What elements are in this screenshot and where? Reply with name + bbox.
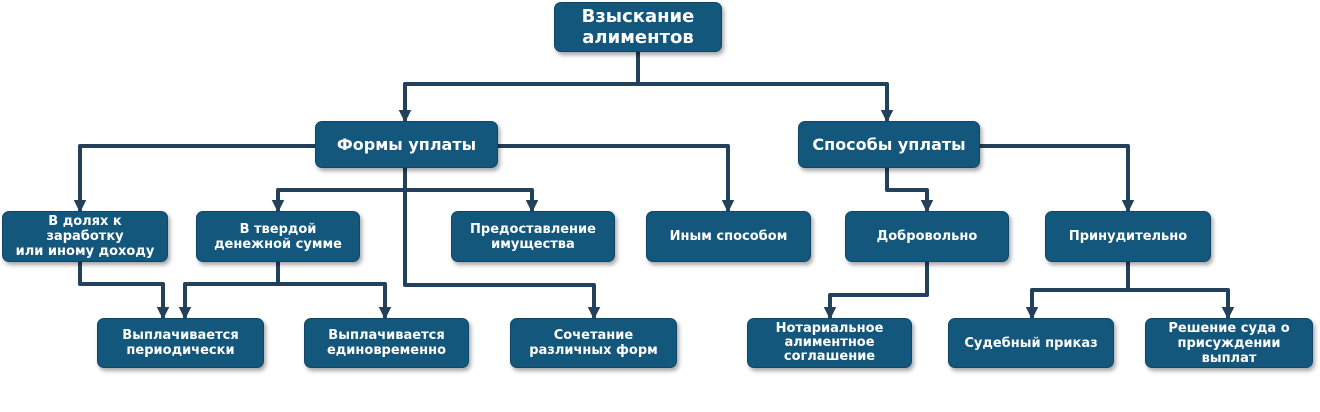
node-label-line: Предоставление <box>470 221 596 237</box>
edge-root-forms <box>398 50 640 123</box>
node-label-line: денежной сумме <box>214 236 342 252</box>
node-notarial-agreement: Нотариальное алиментное соглашение <box>747 318 912 368</box>
edge-forms-combo <box>403 188 601 320</box>
edge-forms-property <box>403 188 539 213</box>
node-share-of-income: В долях к заработку или иному доходу <box>2 211 168 262</box>
node-property-provision: Предоставление имущества <box>451 211 615 262</box>
node-label-line: Способы уплаты <box>812 135 966 154</box>
node-label-line: Иным способом <box>669 229 788 244</box>
node-label-line: Добровольно <box>876 229 978 244</box>
edge-fixed-periodic <box>178 260 280 320</box>
node-label-line: Решение суда о <box>1168 320 1290 336</box>
node-label-line: Выплачивается <box>328 328 445 343</box>
edge-fixed-lumpsum <box>276 282 392 320</box>
node-alimony-collection: Взыскание алиментов <box>554 2 722 52</box>
node-label-line: алиментов <box>582 27 694 48</box>
node-label-line: Сочетание <box>553 328 634 343</box>
edge-forms-share <box>73 144 317 213</box>
node-forced: Принудительно <box>1045 211 1211 262</box>
node-label-line: имущества <box>491 236 575 252</box>
node-label-line: Взыскание <box>581 6 695 27</box>
edge-voluntary-notarial <box>823 260 929 320</box>
node-label-line: или иному доходу <box>15 244 155 259</box>
node-label-line: алиментное <box>784 335 875 350</box>
node-label-line: Выплачивается <box>122 328 239 343</box>
edge-forced-court-order <box>1025 260 1130 320</box>
edge-share-periodic <box>78 260 170 320</box>
node-label-line: соглашение <box>783 349 876 364</box>
node-label-line: периодически <box>126 343 235 358</box>
edge-forms-fixed <box>271 166 407 213</box>
node-combination-of-forms: Сочетание различных форм <box>510 318 677 368</box>
edge-methods-forced <box>978 144 1135 213</box>
edge-forms-other <box>496 144 735 213</box>
node-label-line: Нотариальное <box>775 321 884 336</box>
node-payment-methods: Способы уплаты <box>798 121 980 168</box>
node-fixed-sum: В твердой денежной сумме <box>196 211 360 262</box>
node-label-line: единовременно <box>326 343 447 358</box>
node-label-line: Принудительно <box>1068 229 1188 244</box>
edge-forced-court-decision <box>1126 288 1235 320</box>
edge-root-methods <box>636 82 894 123</box>
node-court-decision: Решение суда о присуждении выплат <box>1145 318 1313 368</box>
node-periodic-payment: Выплачивается периодически <box>97 318 264 368</box>
node-voluntary: Добровольно <box>845 211 1009 262</box>
node-label-line: присуждении выплат <box>1177 335 1281 366</box>
edge-methods-voluntary <box>885 166 934 213</box>
node-label-line: различных форм <box>529 343 658 358</box>
node-lump-sum-payment: Выплачивается единовременно <box>304 318 469 368</box>
node-label-line: В долях к заработку <box>46 214 124 244</box>
node-court-order: Судебный приказ <box>948 318 1114 368</box>
node-payment-forms: Формы уплаты <box>315 121 498 168</box>
node-label-line: Формы уплаты <box>336 135 477 154</box>
node-other-way: Иным способом <box>646 211 811 262</box>
node-label-line: Судебный приказ <box>964 335 1098 351</box>
node-label-line: В твердой <box>239 221 317 237</box>
